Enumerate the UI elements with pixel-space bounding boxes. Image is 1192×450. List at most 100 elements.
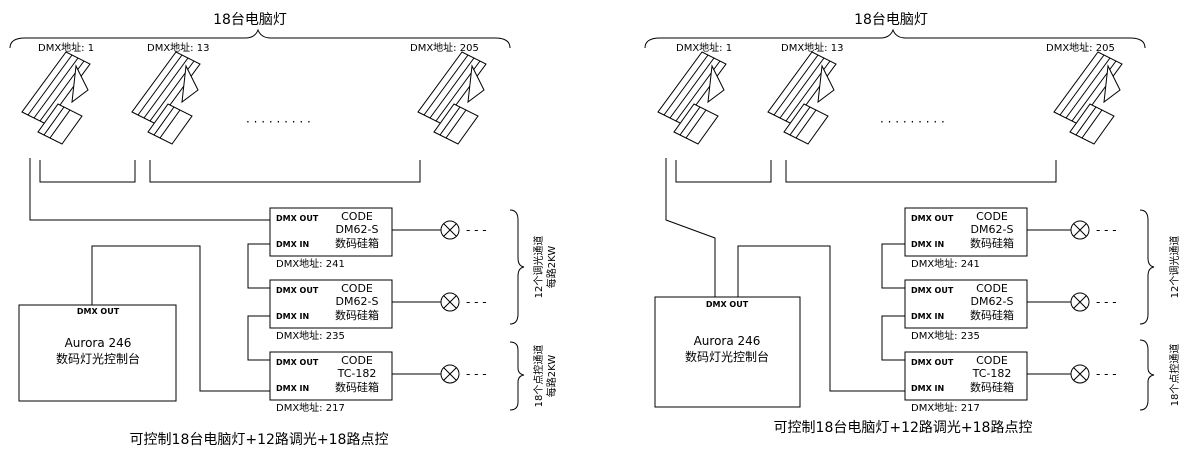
dimmer-dmx-in: DMX IN (276, 384, 309, 393)
console-name: Aurora 246 (694, 334, 761, 348)
dimmer-box-3: DMX OUT DMX IN CODE TC-182 数码硅箱 DMX地址: 2… (904, 351, 1028, 414)
dimmer-address: DMX地址: 235 (911, 329, 980, 342)
dimmer-dmx-out: DMX OUT (276, 286, 319, 295)
dimmer-desc: 数码硅箱 (335, 236, 379, 250)
lamp-dots: - - - (1096, 367, 1117, 381)
lamp-icon (1070, 220, 1090, 240)
fixture-dmx-cable (785, 160, 1057, 183)
lamp-output-lines (392, 229, 441, 375)
console-name: Aurora 246 (65, 336, 132, 350)
diagram-title: 18台电脑灯 (213, 12, 287, 28)
moving-head-fixture-3 (417, 51, 487, 145)
lamp-dots: - - - (1096, 295, 1117, 309)
moving-head-fixture-3 (1053, 51, 1123, 145)
lamp-icon (1070, 292, 1090, 312)
console-dmx-cable (91, 245, 270, 392)
dimmer-desc: 数码硅箱 (335, 380, 379, 394)
dimmer-dmx-in: DMX IN (276, 240, 309, 249)
dimmer-code: CODE (976, 282, 1008, 295)
dimmer-dmx-chain (881, 315, 905, 361)
lamp-icon (1070, 364, 1090, 384)
dimmer-model: TC-182 (972, 367, 1012, 380)
dimmer-dmx-in: DMX IN (911, 312, 944, 321)
dimmer-dmx-in: DMX IN (276, 312, 309, 321)
fixture-dmx-cable (149, 160, 421, 183)
diagram-right: 18台电脑灯 DMX地址: 1 DMX地址: 13 DMX地址: 205 · ·… (644, 12, 1181, 436)
group-label-dimming-power: 每路2KW (545, 246, 558, 289)
dimmer-dmx-in: DMX IN (911, 384, 944, 393)
dimmer-model: DM62-S (971, 223, 1014, 236)
fixture-address-3: DMX地址: 205 (1046, 41, 1115, 54)
dimmer-model: DM62-S (336, 223, 379, 236)
group-brace-switching (1139, 339, 1155, 411)
dimmer-dmx-out: DMX OUT (276, 358, 319, 367)
fixture-address-1: DMX地址: 1 (676, 41, 732, 54)
dimmer-code: CODE (341, 210, 373, 223)
dimmer-address: DMX地址: 241 (911, 257, 980, 270)
dimmer-desc: 数码硅箱 (970, 380, 1014, 394)
dimmer-model: DM62-S (336, 295, 379, 308)
group-label-dimming: 12个调光通道 (1168, 236, 1181, 299)
fixture-dmx-cable (675, 160, 772, 183)
fixtures-ellipsis: · · · · · · · · · (880, 115, 945, 129)
lamp-dots: - - - (466, 367, 487, 381)
lamp-icon (440, 292, 460, 312)
console-dmx-out: DMX OUT (77, 307, 120, 316)
fixtures-ellipsis: · · · · · · · · · (246, 115, 311, 129)
dimmer-model: TC-182 (337, 367, 377, 380)
lamp-icon (440, 364, 460, 384)
fixture-address-3: DMX地址: 205 (410, 41, 479, 54)
dimmer-code: CODE (976, 354, 1008, 367)
lamp-icon (440, 220, 460, 240)
dimmer-desc: 数码硅箱 (970, 236, 1014, 250)
lamp-output-lines (1027, 229, 1071, 375)
dimmer-model: DM62-S (971, 295, 1014, 308)
dimmer-dmx-in: DMX IN (911, 240, 944, 249)
fixture-dmx-cable (665, 158, 716, 297)
moving-head-fixture-2 (131, 51, 201, 145)
dimmer-box-1: DMX OUT DMX IN CODE DM62-S 数码硅箱 DMX地址: 2… (269, 207, 393, 270)
dimmer-address: DMX地址: 241 (276, 257, 345, 270)
fixture-address-2: DMX地址: 13 (781, 41, 843, 54)
fixture-address-2: DMX地址: 13 (147, 41, 209, 54)
group-label-switching: 18个点控通道 (532, 345, 545, 408)
diagram-left: 18台电脑灯 DMX地址: 1 DMX地址: 13 DMX地址: 205 · ·… (9, 12, 558, 448)
console-desc: 数码灯光控制台 (56, 351, 140, 366)
dimmer-address: DMX地址: 217 (911, 401, 980, 414)
diagram-caption: 可控制18台电脑灯+12路调光+18路点控 (774, 420, 1033, 436)
group-brace-switching (509, 341, 525, 411)
dimmer-dmx-out: DMX OUT (911, 358, 954, 367)
fixture-dmx-cable (29, 158, 270, 221)
group-label-switching: 18个点控通道 (1168, 344, 1181, 407)
fixtures-brace (644, 28, 1146, 49)
diagram-caption: 可控制18台电脑灯+12路调光+18路点控 (130, 432, 389, 448)
console-dmx-out: DMX OUT (706, 300, 749, 309)
dimmer-box-1: DMX OUT DMX IN CODE DM62-S 数码硅箱 DMX地址: 2… (904, 207, 1028, 270)
lighting-console-box (18, 304, 177, 402)
dimmer-code: CODE (976, 210, 1008, 223)
fixtures-brace (9, 28, 511, 49)
dimmer-dmx-chain (881, 243, 905, 289)
dimmer-dmx-chain (247, 243, 270, 289)
dimmer-box-3: DMX OUT DMX IN CODE TC-182 数码硅箱 DMX地址: 2… (269, 351, 393, 414)
console-desc: 数码灯光控制台 (685, 349, 769, 364)
dimmer-desc: 数码硅箱 (335, 308, 379, 322)
moving-head-fixture-1 (657, 51, 727, 145)
lamp-dots: - - - (1096, 223, 1117, 237)
dimmer-dmx-chain (247, 315, 270, 361)
lamp-dots: - - - (466, 223, 487, 237)
moving-head-fixture-2 (767, 51, 837, 145)
fixture-dmx-cable (39, 160, 136, 183)
lighting-console-box (654, 296, 801, 408)
moving-head-fixture-1 (21, 51, 91, 145)
fixture-address-1: DMX地址: 1 (38, 41, 94, 54)
dimmer-desc: 数码硅箱 (970, 308, 1014, 322)
diagram-title: 18台电脑灯 (854, 12, 928, 28)
dimmer-dmx-out: DMX OUT (911, 214, 954, 223)
group-brace-dimming (1139, 209, 1155, 325)
dimmer-dmx-out: DMX OUT (911, 286, 954, 295)
console-dmx-cable (737, 245, 905, 392)
dimmer-address: DMX地址: 235 (276, 329, 345, 342)
group-label-dimming: 12个调光通道 (532, 236, 545, 299)
